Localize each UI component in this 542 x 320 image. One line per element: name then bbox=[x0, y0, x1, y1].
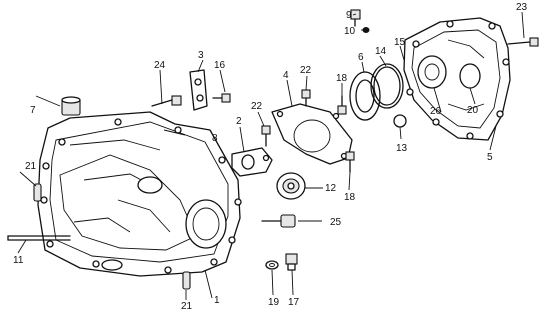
callout-3: 3 bbox=[198, 50, 204, 61]
callout-5: 5 bbox=[487, 152, 493, 163]
callout-18-lower: 18 bbox=[344, 192, 356, 203]
shaft bbox=[7, 235, 71, 241]
callout-9: 9 bbox=[346, 10, 352, 21]
dowel-pin-upper bbox=[33, 183, 42, 202]
dowel-pin-lower bbox=[182, 271, 191, 290]
callout-24: 24 bbox=[154, 60, 166, 71]
callout-15: 15 bbox=[394, 37, 406, 48]
plug-17 bbox=[285, 253, 298, 271]
bolt-23 bbox=[507, 37, 539, 47]
callout-10: 10 bbox=[344, 26, 356, 37]
bolt-18-lower bbox=[345, 151, 355, 173]
callout-26: 26 bbox=[430, 106, 442, 117]
callout-7: 7 bbox=[30, 105, 36, 116]
bracket bbox=[189, 69, 208, 111]
callout-23: 23 bbox=[516, 2, 528, 13]
ring-13 bbox=[393, 114, 407, 128]
bearing bbox=[276, 172, 306, 200]
callout-18-upper: 18 bbox=[336, 73, 348, 84]
callout-12: 12 bbox=[325, 183, 337, 194]
callout-17: 17 bbox=[288, 297, 300, 308]
callout-14: 14 bbox=[375, 46, 387, 57]
callout-4: 4 bbox=[283, 70, 289, 81]
bolt-16 bbox=[212, 93, 231, 103]
o-ring bbox=[370, 63, 404, 109]
callout-13: 13 bbox=[396, 143, 408, 154]
callout-21-bottom: 21 bbox=[181, 301, 193, 312]
callout-16: 16 bbox=[214, 60, 226, 71]
callout-labels: 1 2 3 4 5 6 7 8 9 10 11 12 13 14 15 16 1… bbox=[13, 2, 528, 312]
washer-19 bbox=[265, 260, 279, 270]
callout-19: 19 bbox=[268, 297, 280, 308]
callout-21-left: 21 bbox=[25, 161, 37, 172]
cover-gasket bbox=[271, 103, 353, 165]
callout-11: 11 bbox=[13, 255, 24, 266]
bolt-9 bbox=[350, 9, 361, 27]
callout-2: 2 bbox=[236, 116, 242, 127]
release-bracket bbox=[231, 147, 273, 177]
bolt-22-right bbox=[301, 89, 311, 107]
bolt-18-upper bbox=[337, 95, 347, 115]
oil-seal bbox=[349, 71, 381, 121]
callout-25: 25 bbox=[330, 217, 342, 228]
callout-6: 6 bbox=[358, 52, 364, 63]
callout-22-left: 22 bbox=[251, 101, 263, 112]
callout-22-right: 22 bbox=[300, 65, 312, 76]
bolt-22-left bbox=[261, 125, 271, 147]
bushing bbox=[61, 96, 81, 116]
clutch-housing bbox=[37, 111, 242, 277]
callout-1: 1 bbox=[214, 295, 220, 306]
bolt-24 bbox=[151, 95, 182, 107]
callout-8: 8 bbox=[212, 133, 218, 144]
leader-lines bbox=[17, 11, 525, 300]
transmission-housing bbox=[403, 17, 511, 141]
washer-10 bbox=[362, 27, 370, 33]
bolt-25 bbox=[261, 214, 296, 228]
callout-20: 20 bbox=[467, 105, 479, 116]
